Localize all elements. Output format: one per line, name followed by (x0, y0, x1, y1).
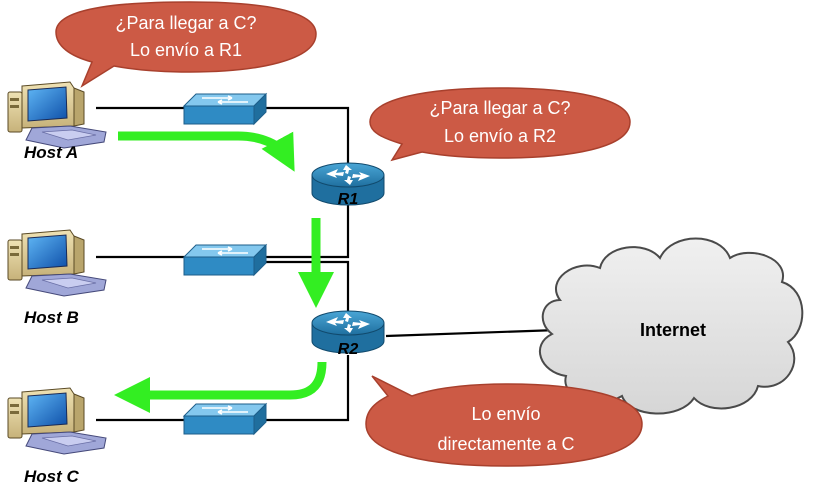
switch-icon (183, 403, 267, 435)
arrow-r2-to-hostC (114, 361, 327, 413)
host-b-label: Host B (24, 308, 79, 327)
switch-icon (183, 93, 267, 125)
link-r1-switch2 (262, 205, 350, 259)
link-r2-internet (385, 328, 559, 338)
bubble-line-1: Lo envío (471, 404, 540, 424)
router-r1-label: R1 (338, 191, 359, 208)
internet-label: Internet (640, 320, 706, 340)
bubble-line-1: ¿Para llegar a C? (115, 13, 256, 33)
host-b: Host B (7, 229, 107, 327)
bubble-line-1: ¿Para llegar a C? (429, 98, 570, 118)
packet-path (114, 131, 334, 413)
host-c-label: Host C (24, 467, 80, 486)
speech-bubble-r1: ¿Para llegar a C? Lo envío a R2 (369, 87, 631, 162)
host-a: Host A (7, 81, 107, 162)
link-switch1-r1 (262, 106, 350, 165)
switch-icon (183, 244, 267, 276)
bubble-line-2: directamente a C (437, 434, 574, 454)
desktop-computer-icon (7, 387, 107, 455)
link-switch2-r2 (262, 260, 350, 312)
desktop-computer-icon (7, 81, 107, 149)
bubble-line-2: Lo envío a R2 (444, 126, 556, 146)
network-links (96, 106, 559, 422)
host-c: Host C (7, 387, 107, 486)
speech-bubble-r2: Lo envío directamente a C (365, 375, 643, 467)
router-r1: R1 (311, 162, 385, 208)
internet-cloud-icon: Internet (539, 237, 804, 415)
router-r2: R2 (311, 310, 385, 358)
router-r2-label: R2 (338, 341, 359, 358)
link-r2-switch3 (262, 355, 350, 422)
arrow-hostA-to-r1 (118, 131, 295, 172)
desktop-computer-icon (7, 229, 107, 297)
bubble-line-2: Lo envío a R1 (130, 40, 242, 60)
speech-bubble-hostA: ¿Para llegar a C? Lo envío a R1 (55, 1, 317, 88)
host-a-label: Host A (24, 143, 78, 162)
